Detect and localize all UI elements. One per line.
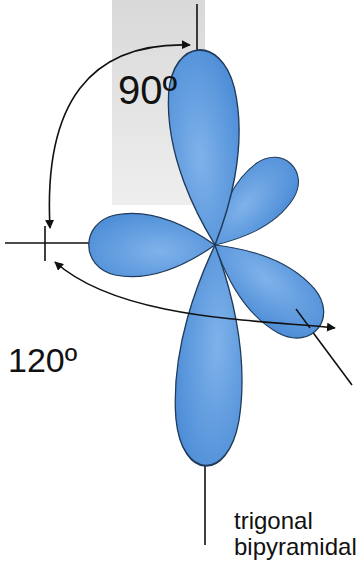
caption-label-box: trigonal bipyramidal [234, 508, 352, 561]
axis-line [204, 460, 206, 545]
orbital-lobes [89, 47, 337, 467]
orbital-lobe [196, 222, 337, 352]
angle-label-box: 120º [8, 342, 77, 379]
angle-arc [49, 45, 190, 228]
caption-label: trigonal bipyramidal [234, 508, 352, 561]
angle-label: 90º [118, 68, 177, 112]
angle-arc [55, 262, 335, 328]
angle-label: 120º [8, 342, 77, 379]
axis-tick [44, 226, 46, 261]
axis-line [5, 242, 95, 244]
orbital-lobe [89, 213, 215, 276]
angle-label-box: 90º [118, 68, 177, 112]
